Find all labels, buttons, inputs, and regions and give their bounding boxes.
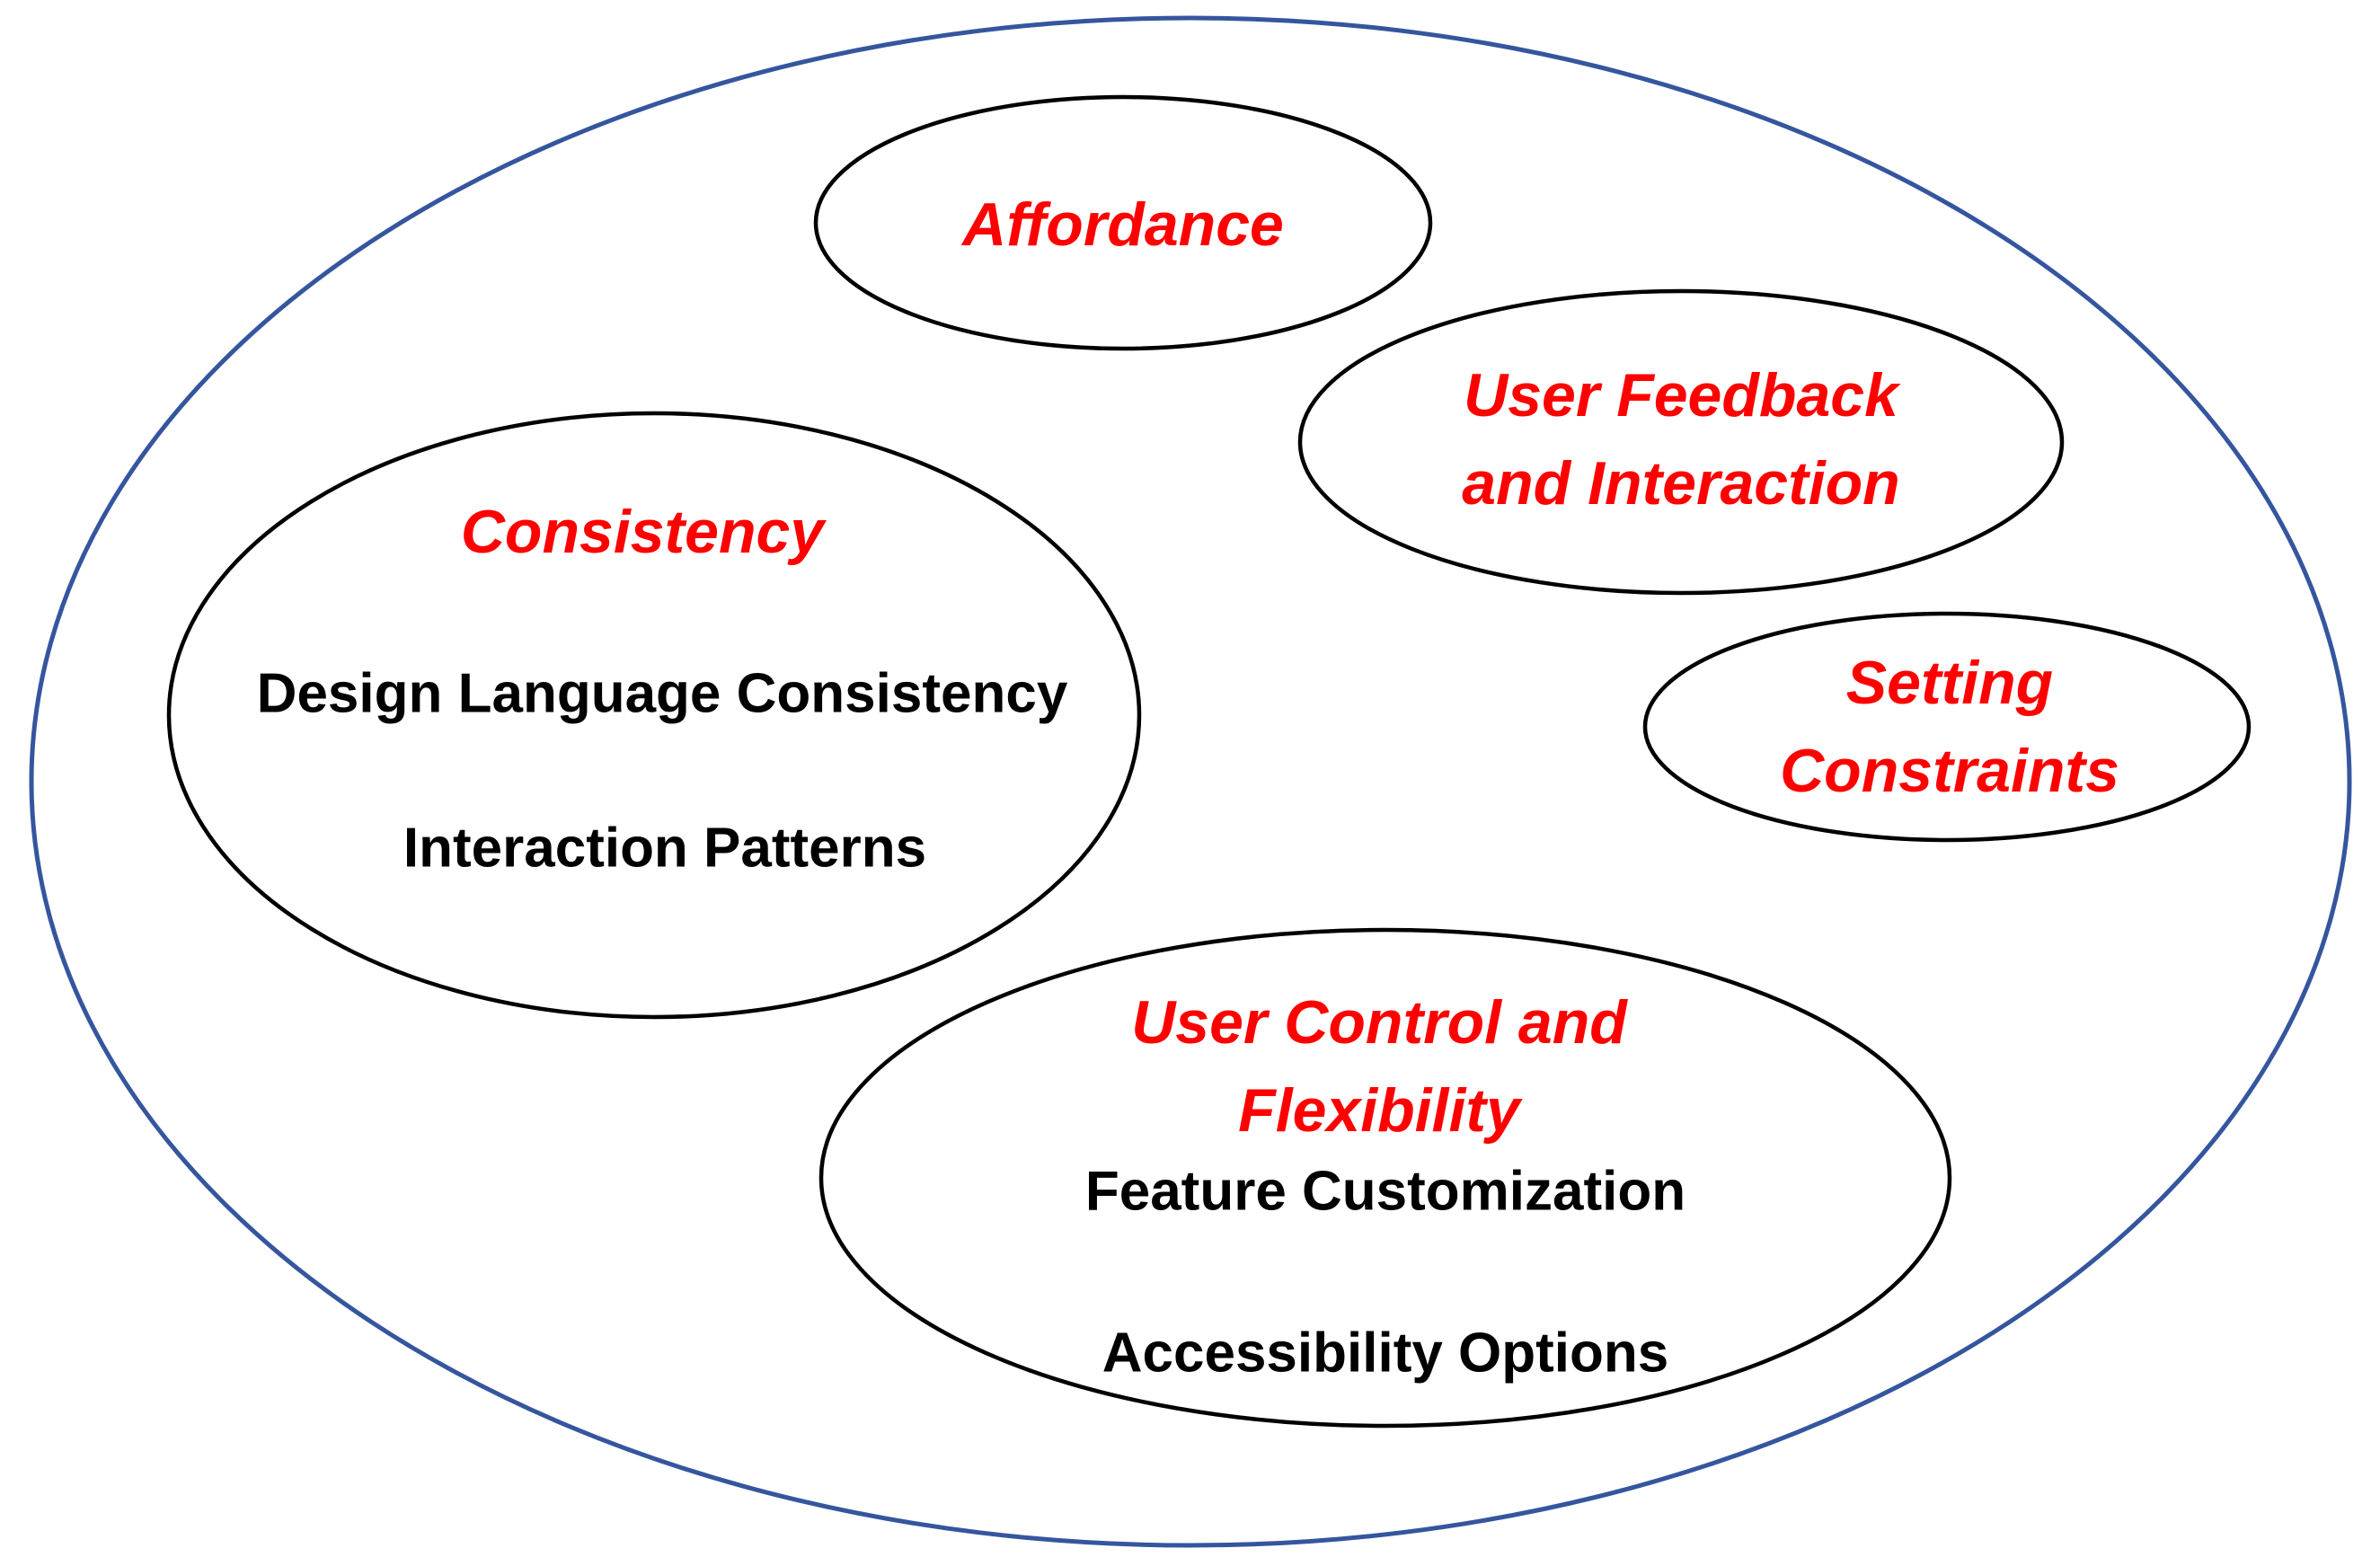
setting-constraints-label-line1: Setting (1846, 649, 2053, 717)
setting-constraints-label-line2: Constraints (1780, 737, 2119, 805)
consistency-ellipse (166, 411, 1142, 1020)
node-affordance: Affordance (813, 94, 1433, 351)
consistency-label: Consistency (461, 498, 827, 566)
consistency-item-interaction-patterns: Interaction Patterns (403, 818, 926, 880)
setting-constraints-ellipse (1642, 611, 2252, 843)
node-setting-constraints: Setting Constraints (1642, 611, 2252, 843)
node-user-feedback: User Feedback and Interaction (1297, 288, 2065, 596)
affordance-label: Affordance (960, 190, 1284, 259)
user-feedback-label-line1: User Feedback (1464, 361, 1901, 429)
node-user-control: User Control and Flexibility Feature Cus… (818, 927, 1952, 1429)
consistency-item-design-language: Design Language Consistency (257, 663, 1068, 725)
node-consistency: Consistency Design Language Consistency … (166, 411, 1142, 1020)
user-control-item-feature-customization: Feature Customization (1085, 1161, 1685, 1223)
user-control-label-line2: Flexibility (1238, 1076, 1523, 1145)
user-feedback-label-line2: and Interaction (1462, 449, 1899, 518)
user-feedback-ellipse (1297, 288, 2065, 596)
user-control-item-accessibility-options: Accessibility Options (1102, 1323, 1669, 1385)
user-control-label-line1: User Control and (1131, 988, 1628, 1057)
affordance-ellipse (813, 94, 1433, 351)
user-control-ellipse (818, 927, 1952, 1429)
